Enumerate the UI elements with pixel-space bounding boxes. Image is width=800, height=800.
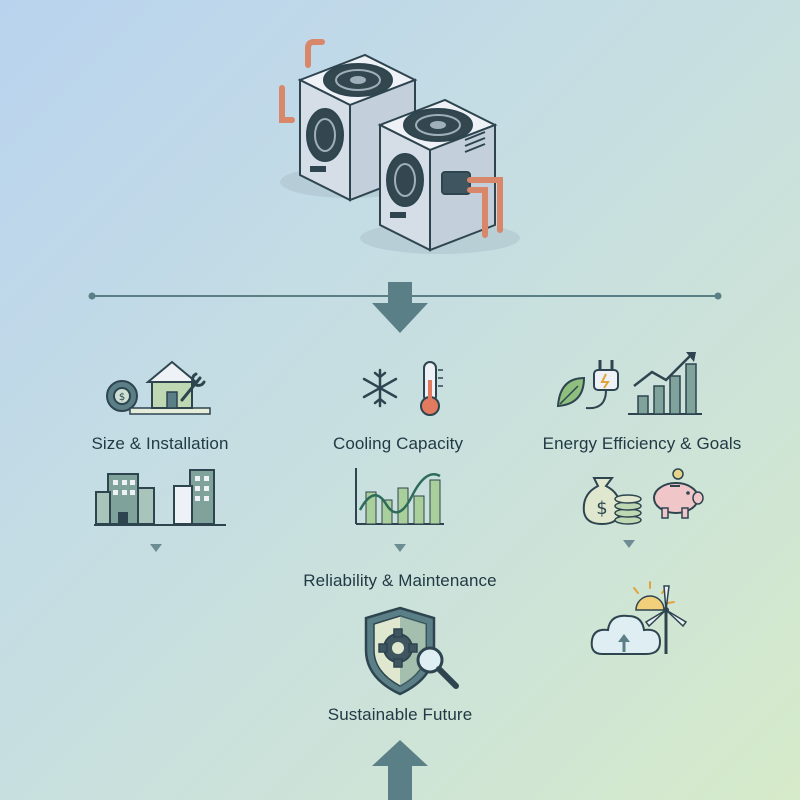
house-wrench-icon [129,360,211,415]
leaf-plug-icon [556,360,619,410]
money-bag-coins-icon: $ [582,477,642,526]
down-arrow-energy [623,540,635,548]
thermometer-icon [420,361,443,416]
measuring-tape-icon: $ [106,380,138,412]
cloud-sun-wind-turbine-icon [590,581,688,655]
shield-gear-magnifier-icon [364,606,459,696]
svg-text:$: $ [596,498,607,519]
growth-chart-icon [628,352,702,415]
main-down-arrow [372,282,428,333]
performance-chart-icon [355,468,444,525]
heat-pump-units-icon [279,39,520,254]
label-sustainable-future: Sustainable Future [327,705,473,724]
label-reliability-maintenance: Reliability & Maintenance [303,571,497,590]
label-cooling-capacity: Cooling Capacity [332,434,464,453]
label-energy-efficiency-goals: Energy Efficiency & Goals [542,434,742,453]
piggy-bank-icon [653,468,704,519]
down-arrow-size [150,544,162,552]
office-buildings-icon [94,469,226,526]
snowflake-icon [362,368,398,408]
bottom-up-arrow [372,740,428,800]
svg-text:$: $ [119,392,125,403]
down-arrow-cooling [394,544,406,552]
label-size-installation: Size & Installation [91,434,229,453]
